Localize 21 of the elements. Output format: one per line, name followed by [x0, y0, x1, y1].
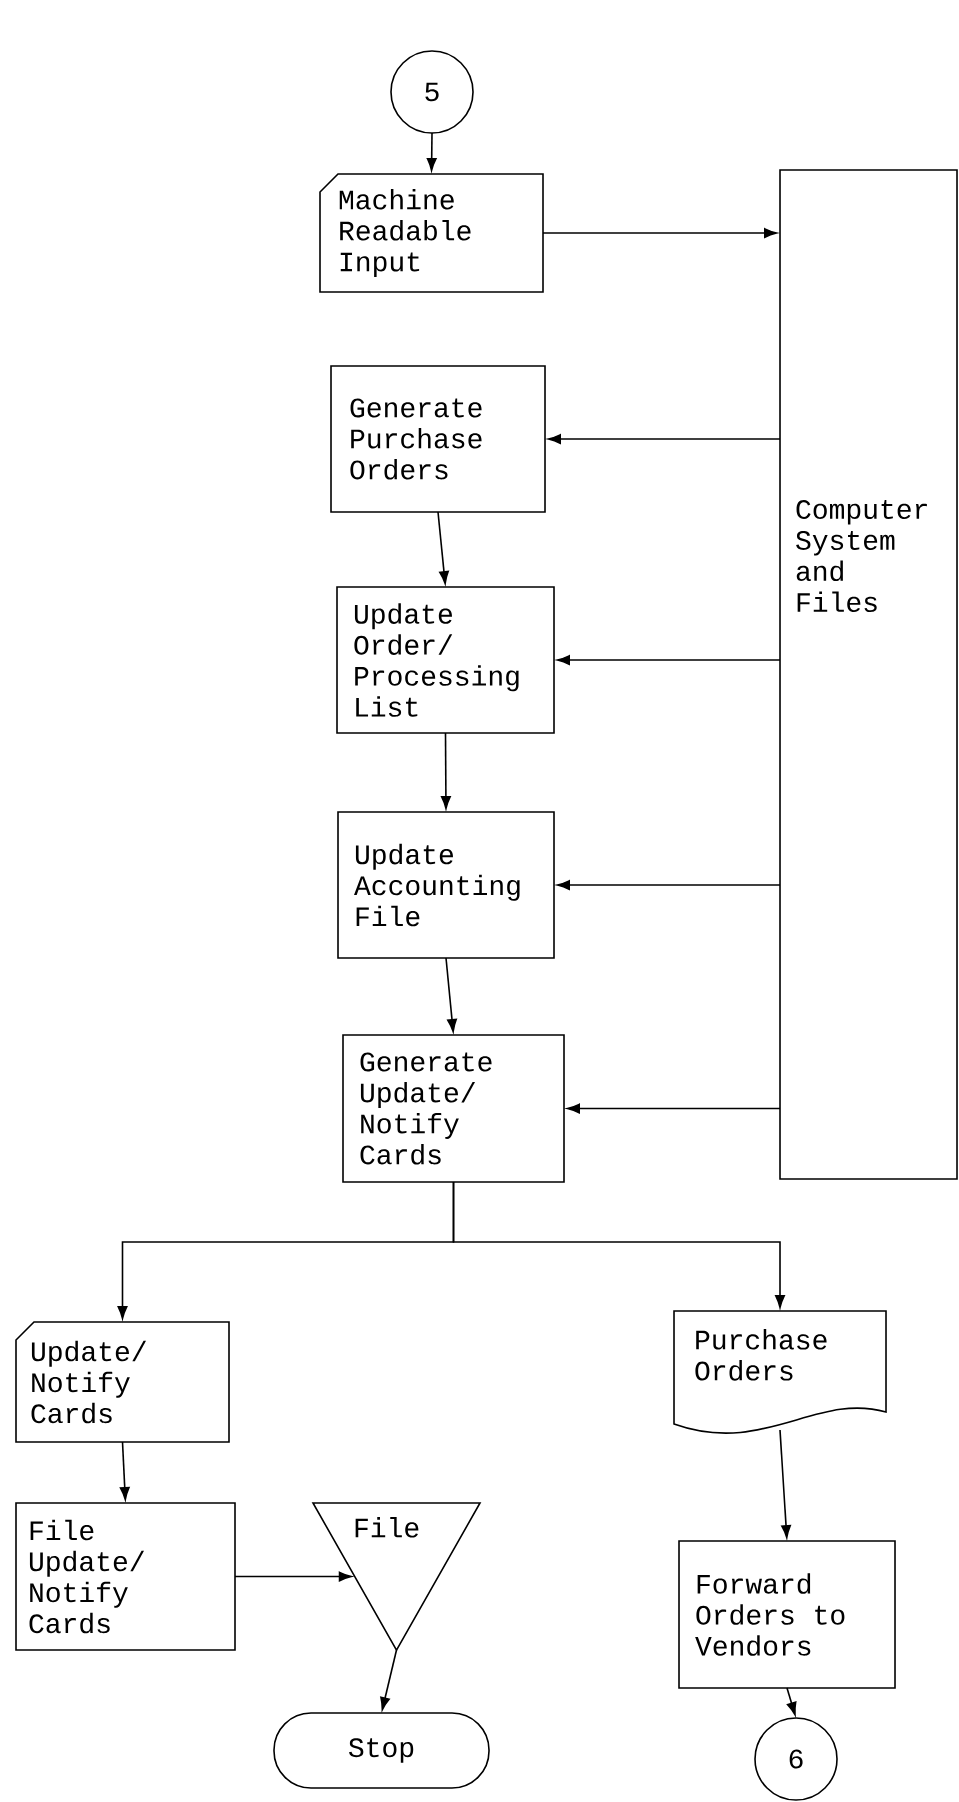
process-box: Computer System and Files	[779, 169, 958, 1180]
arrow	[779, 1429, 791, 1539]
process-box: Generate Update/ Notify Cards	[342, 1034, 565, 1183]
arrow	[445, 957, 457, 1033]
arrow	[786, 1687, 797, 1716]
arrow	[452, 1181, 785, 1309]
process-box: Update Accounting File	[337, 811, 555, 959]
process-box: Generate Purchase Orders	[330, 365, 546, 513]
arrow	[556, 655, 781, 665]
process-box: Forward Orders to Vendors	[678, 1540, 896, 1689]
arrow	[380, 1649, 398, 1711]
arrow	[542, 228, 778, 238]
process-box: Update Order/ Processing List	[336, 586, 555, 734]
arrow	[547, 434, 781, 444]
arrow	[440, 732, 451, 810]
arrow	[119, 1441, 130, 1501]
arrow	[566, 1103, 781, 1114]
arrow	[437, 511, 449, 585]
arrow	[556, 880, 781, 890]
arrow	[426, 132, 437, 172]
process-box: File Update/ Notify Cards	[15, 1502, 236, 1651]
